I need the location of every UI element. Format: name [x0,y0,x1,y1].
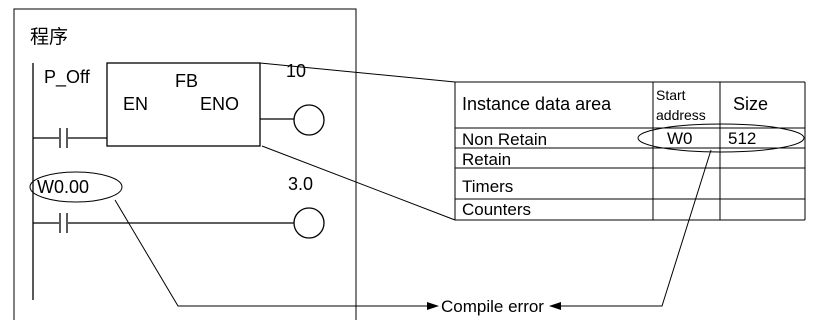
function-block-eno-pin: ENO [200,94,239,114]
coil-10-label: 10 [286,61,306,81]
w0-00-highlight-ellipse [29,171,123,203]
table-row-area: Timers [462,177,513,196]
table-row-size: 512 [728,129,756,148]
ladder-program-frame [13,8,357,320]
function-block-en-pin: EN [123,94,148,114]
compile-error-label: Compile error [441,297,544,316]
function-block-name: FB [175,71,198,91]
contact-p-off [59,128,68,148]
table-row-start: W0 [667,129,693,148]
zoom-line-upper [259,62,456,83]
rung-1: P_Off FB EN ENO 10 [33,61,325,148]
table-row-area: Non Retain [462,130,547,149]
coil-10 [293,104,325,136]
table-header-start-line2: address [656,107,706,123]
contact-w0-00 [59,213,68,233]
section-label: 程序 [30,26,68,48]
table-header-size: Size [733,94,768,114]
table-row-area: Counters [462,200,531,219]
table-row-area: Retain [462,150,511,169]
contact-p-off-label: P_Off [44,67,91,88]
table-header-start-line1: Start [656,87,686,103]
coil-3-0-label: 3.0 [288,174,313,194]
coil-3-0 [293,207,325,239]
zoom-line-lower [261,145,456,221]
non-retain-highlight-ellipse [637,123,805,153]
error-pointer-line-right [549,149,712,310]
rung-2: 3.0 W0.00 [29,171,325,239]
instance-data-table [454,81,806,221]
function-block [106,62,261,147]
contact-w0-00-label: W0.00 [37,177,89,197]
error-pointer-line-left [114,199,439,310]
table-header-area: Instance data area [462,94,612,114]
